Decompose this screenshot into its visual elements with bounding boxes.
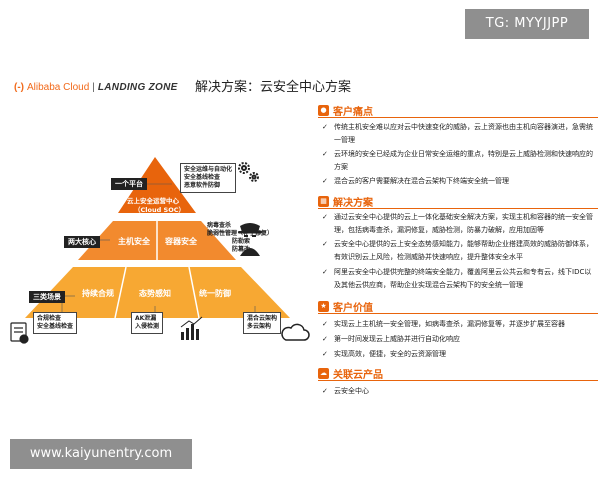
callout-line: AK泄漏 — [135, 315, 157, 322]
list-item: ✓ 云环境的安全已经成为企业日常安全运维的重点，特别是云上威胁检测和快速响应的方… — [322, 148, 598, 174]
core-host-security: 主机安全 — [118, 237, 150, 246]
section-header: ▦ 解决方案 — [318, 194, 373, 209]
callout-line: 入侵检测 — [135, 323, 160, 330]
apex-line-1: 云上安全运营中心 — [127, 197, 179, 205]
check-icon: ✓ — [322, 350, 328, 358]
product-name: LANDING ZONE — [97, 81, 178, 93]
list-item-text: 云安全中心提供的云上安全态势感知能力，能够帮助企业搭建高效的威胁防御体系，有效识… — [334, 240, 593, 261]
pyramid-apex — [118, 157, 196, 213]
section-header: ☁ 关联云产品 — [318, 366, 383, 381]
list-item: ✓ 云安全中心 — [322, 385, 598, 398]
pyramid-base-tier — [25, 267, 290, 318]
list-item: ✓ 云安全中心提供的云上安全态势感知能力，能够帮助企业搭建高效的威胁防御体系，有… — [322, 238, 598, 264]
gears-icon — [238, 162, 259, 182]
section-title: 解决方案 — [333, 198, 373, 209]
callout-line: 安全基线检查 — [184, 174, 221, 181]
check-icon: ✓ — [322, 213, 328, 221]
tier-label-scenarios: 三类场景 — [29, 291, 65, 303]
callout-line: 防篡改 — [232, 246, 251, 253]
list-item: ✓ 通过云安全中心提供的云上一体化基础安全解决方案，实现主机和容器的统一安全管理… — [322, 211, 598, 237]
apex-line-2: （Cloud SOC） — [134, 206, 185, 214]
alibaba-cloud-logo-icon: (-) — [14, 81, 24, 93]
watermark-url: www.kaiyunentry.com — [10, 439, 192, 469]
callout-ak-leak: AK泄漏 入侵检测 — [131, 312, 164, 334]
list-item: ✓ 传统主机安全难以应对云中快速变化的威胁，云上资源也由主机向容器演进，急需统一… — [322, 121, 598, 147]
callout-line: 安全运维与自动化 — [184, 166, 233, 173]
section-header: ● 客户痛点 — [318, 103, 373, 118]
list-item-text: 云环境的安全已经成为企业日常安全运维的重点，特别是云上威胁检测和快速响应的方案 — [334, 150, 593, 171]
section-rule — [318, 313, 598, 314]
hacker-icon — [238, 223, 262, 256]
list-item: ✓ 实现高效，便捷，安全的云资源管理 — [322, 348, 598, 361]
list-item-text: 传统主机安全难以应对云中快速变化的威胁，云上资源也由主机向容器演进，急需统一管理 — [334, 123, 593, 144]
check-icon: ✓ — [322, 387, 328, 395]
callout-line: 恶意软件防御 — [184, 182, 221, 189]
document-icon: ▦ — [318, 196, 329, 207]
check-icon: ✓ — [322, 150, 328, 158]
base-compliance: 持续合规 — [82, 289, 114, 298]
list-item: ✓ 实现云上主机统一安全管理，如病毒查杀，漏洞修复等，并逐步扩展至容器 — [322, 318, 598, 331]
callout-line: 安全基线检查 — [37, 323, 74, 330]
tier-label-core: 两大核心 — [64, 236, 100, 248]
check-icon: ✓ — [322, 335, 328, 343]
list-item-text: 阿里云安全中心提供完整的终端安全能力，覆盖阿里云公共云和专有云，线下IDC以及其… — [334, 268, 592, 289]
bar-chart-icon — [180, 316, 203, 340]
callout-line: 脆弱性管理（补丁修复） — [207, 230, 274, 237]
list-item-text: 通过云安全中心提供的云上一体化基础安全解决方案，实现主机和容器的统一安全管理，包… — [334, 213, 593, 234]
core-container-security: 容器安全 — [165, 237, 197, 246]
check-icon: ✓ — [322, 240, 328, 248]
watermark-tg: TG: MYYJJPP — [465, 9, 589, 39]
list-item-text: 第一时间发现云上威胁并进行自动化响应 — [334, 335, 460, 343]
page-title: 解决方案：云安全中心方案 — [195, 80, 352, 95]
list-item: ✓ 第一时间发现云上威胁并进行自动化响应 — [322, 333, 598, 346]
list-item-text: 云安全中心 — [334, 387, 369, 395]
cloud-product-icon: ☁ — [318, 368, 329, 379]
check-icon: ✓ — [322, 268, 328, 276]
list-item-text: 混合云的客户需要解决在混合云架构下终端安全统一管理 — [334, 177, 509, 185]
callout-hybrid-cloud: 混合云架构 多云架构 — [243, 312, 282, 334]
callout-virus-scan: 病毒查杀 脆弱性管理（补丁修复） 防勒索 防篡改 — [207, 222, 273, 254]
callout-line: 合规检查 — [37, 315, 62, 322]
section-title: 关联云产品 — [333, 370, 383, 381]
document-check-icon — [10, 322, 29, 344]
brand-logo: (-) Alibaba Cloud | LANDING ZONE — [14, 80, 178, 94]
list-item-text: 实现云上主机统一安全管理，如病毒查杀，漏洞修复等，并逐步扩展至容器 — [334, 320, 565, 328]
section-title: 客户价值 — [333, 303, 373, 314]
tier-label-platform: 一个平台 — [111, 178, 147, 190]
list-item: ✓ 混合云的客户需要解决在混合云架构下终端安全统一管理 — [322, 175, 598, 188]
callout-line: 混合云架构 — [247, 315, 278, 322]
callout-line: 多云架构 — [247, 323, 272, 330]
base-unified-defense: 统一防御 — [199, 289, 231, 298]
section-rule — [318, 380, 598, 381]
section-header: ★ 客户价值 — [318, 299, 373, 314]
base-situation-awareness: 态势感知 — [139, 289, 171, 298]
check-icon: ✓ — [322, 320, 328, 328]
brand-name: Alibaba Cloud — [27, 81, 90, 93]
brand-separator: | — [92, 81, 95, 93]
section-rule — [318, 208, 598, 209]
section-title: 客户痛点 — [333, 107, 373, 118]
callout-ops-automation: 安全运维与自动化 安全基线检查 恶意软件防御 — [180, 163, 237, 193]
base-divider-1 — [114, 266, 127, 319]
list-item: ✓ 阿里云安全中心提供完整的终端安全能力，覆盖阿里云公共云和专有云，线下IDC以… — [322, 266, 598, 292]
check-icon: ✓ — [322, 123, 328, 131]
users-icon: ● — [318, 105, 329, 116]
section-rule — [318, 117, 598, 118]
callout-compliance-check: 合规检查 安全基线检查 — [33, 312, 78, 334]
callout-line: 防勒索 — [232, 238, 251, 245]
value-icon: ★ — [318, 301, 329, 312]
base-divider-2 — [188, 266, 200, 319]
cloud-icon — [281, 323, 310, 341]
check-icon: ✓ — [322, 177, 328, 185]
callout-line: 病毒查杀 — [207, 222, 232, 229]
list-item-text: 实现高效，便捷，安全的云资源管理 — [334, 350, 446, 358]
